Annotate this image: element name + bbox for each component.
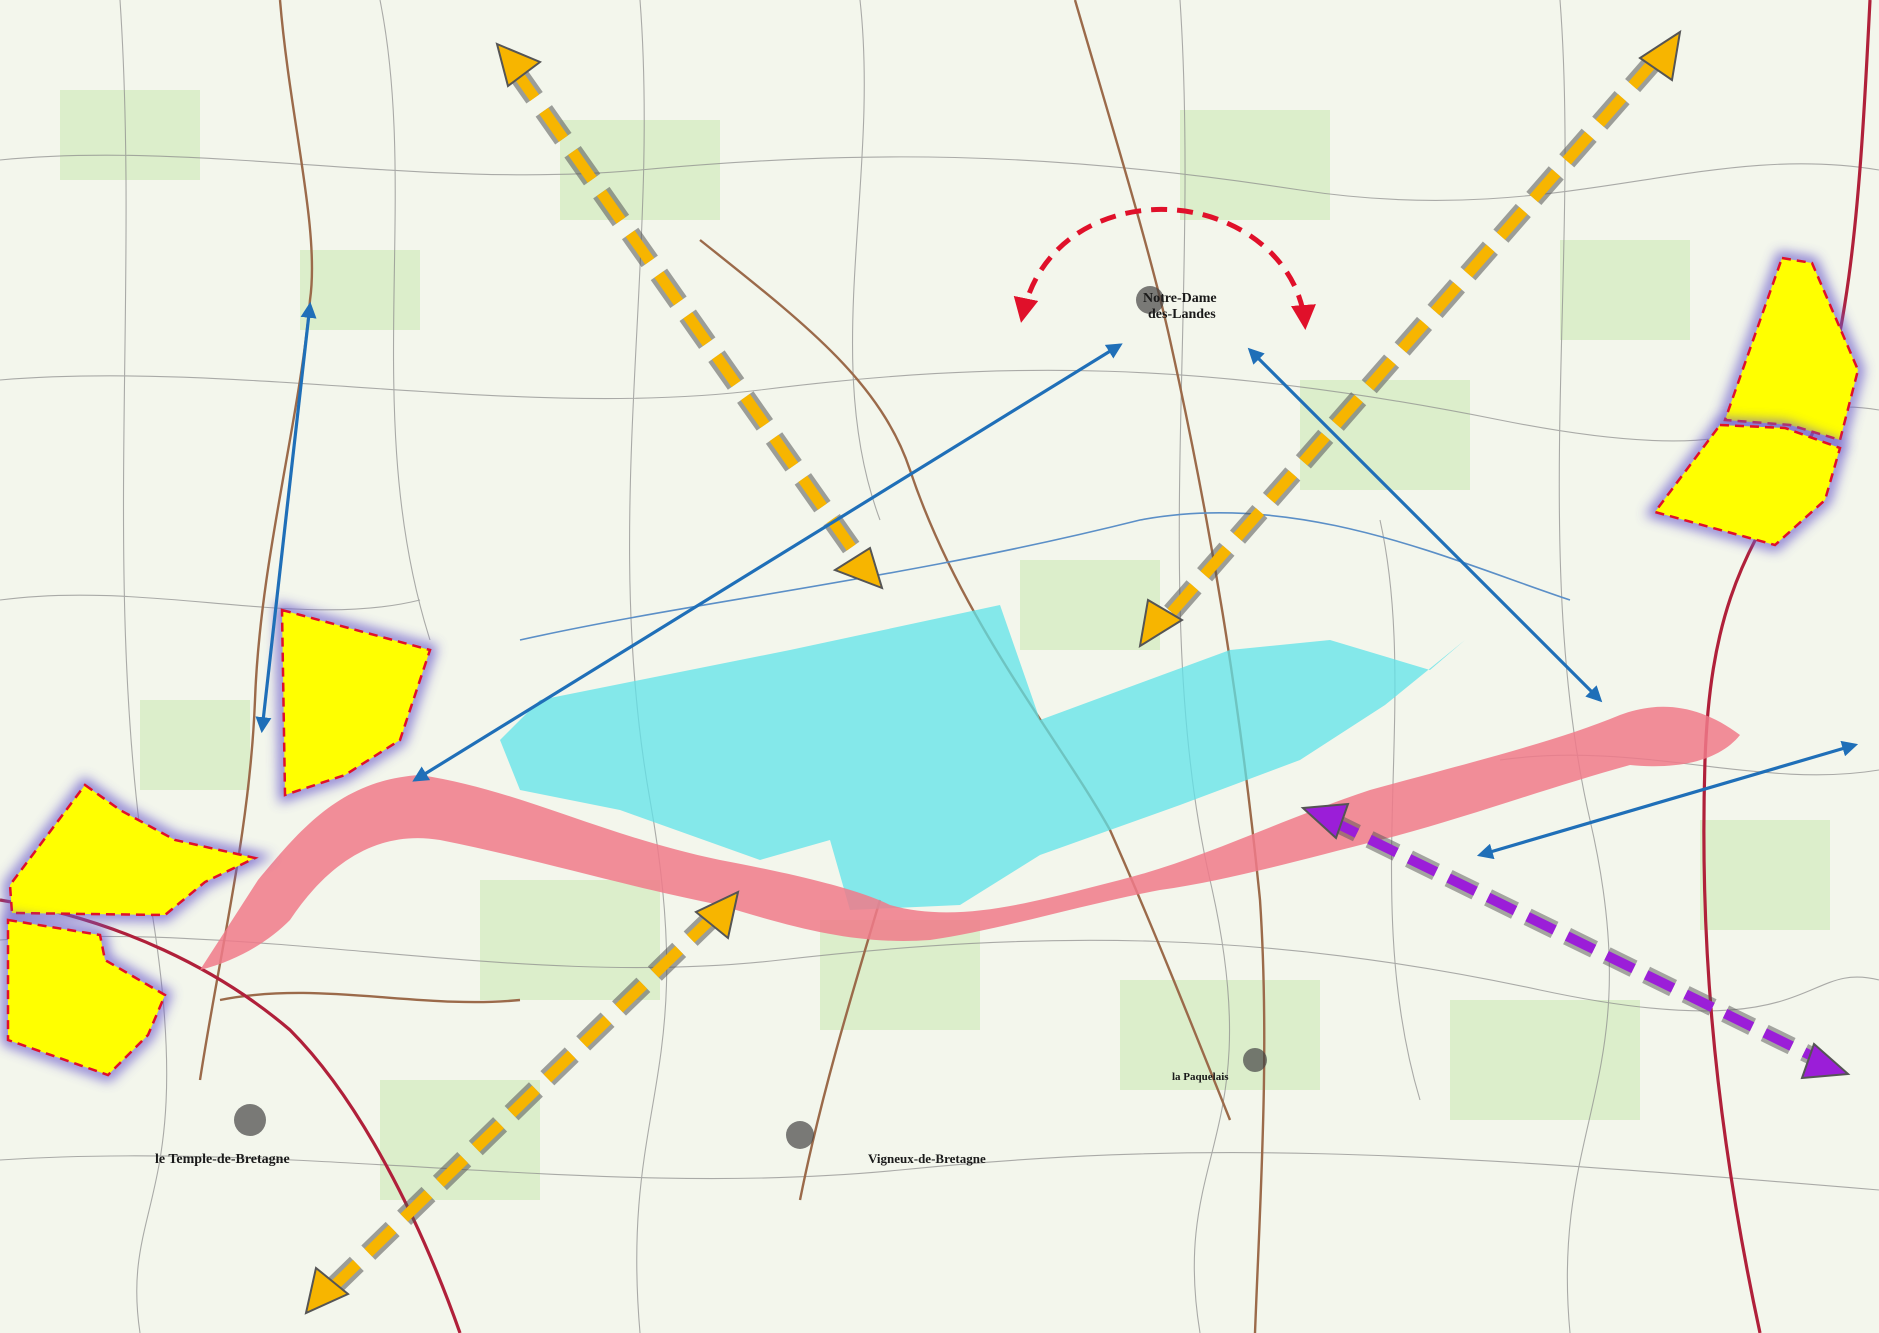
road-corridor — [200, 706, 1740, 970]
label-paquelais: la Paquelais — [1172, 1071, 1229, 1083]
yellow-zone-e — [1644, 418, 1848, 552]
purple-arrow — [1300, 802, 1851, 1080]
yellow-zone-c — [1, 912, 173, 1082]
label-temple-de-bretagne: le Temple-de-Bretagne — [155, 1152, 290, 1167]
yellow-zone-b — [3, 776, 274, 922]
label-notre-dame-line2: des-Landes — [1148, 307, 1216, 322]
blue-arrows — [255, 301, 1859, 860]
blue-arrow-west — [255, 301, 317, 734]
village-clusters — [234, 286, 1267, 1149]
orange-arrow-3 — [304, 890, 740, 1315]
yellow-zone-a — [275, 602, 438, 804]
yellow-zone-d — [1716, 251, 1865, 448]
label-notre-dame-line1: Notre-Dame — [1143, 291, 1217, 306]
blue-arrow-southeast — [1476, 740, 1859, 860]
label-vigneux-de-bretagne: Vigneux-de-Bretagne — [868, 1151, 986, 1166]
blue-arrow-diagonal — [412, 343, 1123, 782]
blue-arrow-east — [1247, 347, 1603, 703]
orange-arrow-2 — [1138, 29, 1682, 649]
